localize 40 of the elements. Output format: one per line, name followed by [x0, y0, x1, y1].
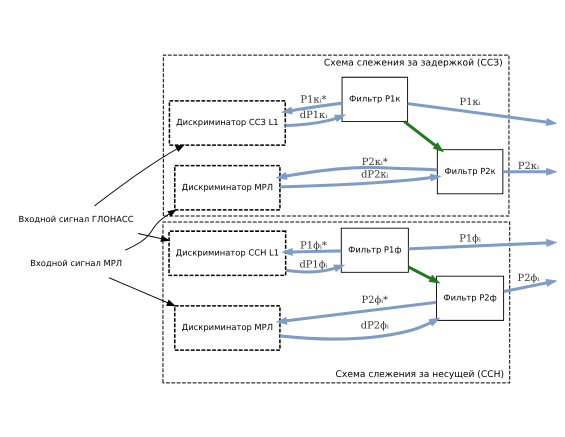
edge-label: dP2κᵢ [361, 168, 389, 180]
edge-label: P1ϕᵢ [459, 232, 481, 244]
node-text: Входной сигнал МРЛ [30, 258, 122, 268]
node-box: Дискриминатор МРЛ [174, 164, 281, 210]
node-box: Фильтр P1к [342, 76, 408, 122]
arrow [94, 144, 185, 206]
arrow [408, 238, 557, 250]
node-text: Входной сигнал ГЛОНАСС [18, 213, 134, 224]
edge-label: dP1ϕᵢ [299, 258, 328, 270]
node-box: Дискриминатор ССН L1 [168, 230, 286, 276]
arrow [285, 114, 346, 127]
arrow [280, 317, 440, 340]
edge-label: P1κᵢ* [300, 94, 327, 106]
edge-label: P2ϕᵢ* [362, 294, 388, 306]
edge-label: dP2ϕᵢ [360, 320, 389, 331]
arrow [286, 264, 346, 273]
node-box: Дискриминатор ССЗ L1 [168, 100, 286, 146]
edge-label: P1ϕᵢ* [300, 240, 327, 251]
node-box: Дискриминатор МРЛ [174, 304, 281, 350]
node-box: Фильтр P2к [436, 148, 504, 194]
edge-label: P2ϕᵢ [518, 272, 540, 284]
edge-label: P2κᵢ* [362, 156, 388, 168]
arrow [408, 102, 557, 126]
arrow [108, 276, 176, 306]
arrow [124, 208, 178, 250]
arrow [275, 165, 438, 180]
arrow [504, 278, 557, 293]
arrow [403, 120, 444, 152]
edge-label: P2κᵢ [518, 160, 539, 172]
arrow [280, 101, 342, 114]
edge-label: dP1κᵢ [300, 109, 328, 120]
arrow [502, 167, 557, 176]
arrow [276, 300, 436, 324]
arrow [408, 265, 441, 283]
arrow [281, 247, 342, 256]
arrow [138, 232, 170, 242]
arrow [280, 173, 442, 188]
node-box: Фильтр P2ф [436, 275, 504, 320]
edge-label: P1κᵢ [460, 96, 481, 108]
node-box: Фильтр P1ф [340, 227, 409, 272]
